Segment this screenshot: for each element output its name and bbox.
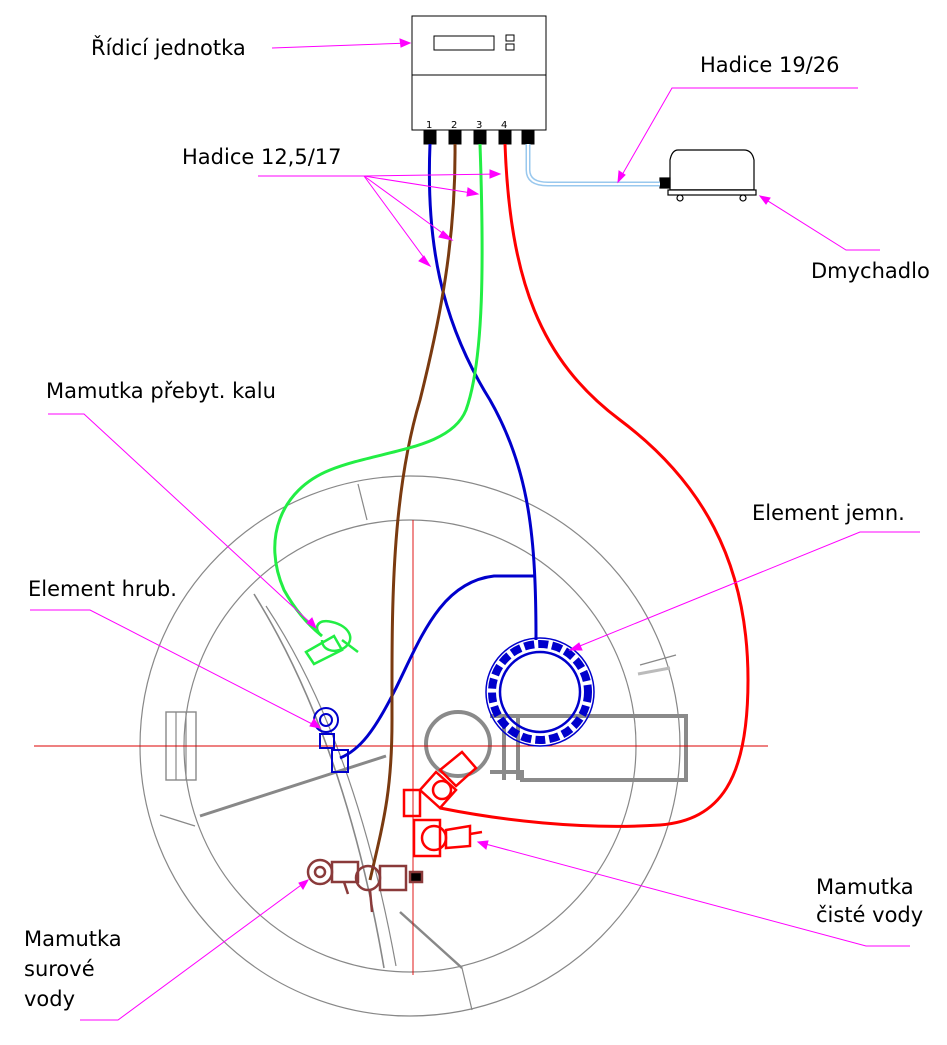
port-number-4: 4 (501, 120, 507, 131)
hose-1-blue-branch (339, 574, 536, 760)
port-number-3: 3 (476, 120, 482, 131)
blower (659, 149, 757, 202)
label-fine-element: Element jemn. (752, 501, 905, 525)
control-unit-display (433, 35, 495, 51)
leader-coarse-element (30, 609, 321, 729)
raw-water-airlift-pump (306, 858, 424, 913)
label-hose-small: Hadice 12,5/17 (182, 145, 342, 169)
leader-sludge-pump (48, 413, 317, 629)
label-hose-large: Hadice 19/26 (700, 53, 839, 77)
leader-control-unit (271, 42, 411, 49)
hose-2-brown (368, 143, 457, 881)
fine-aeration-element (485, 637, 595, 747)
label-clean-pump-line2: čisté vody (816, 903, 923, 927)
leader-lines (30, 38, 920, 1021)
label-blower: Dmychadlo (811, 259, 930, 283)
leader-hose-large (617, 87, 858, 183)
partition-wall-left (199, 754, 387, 818)
center-axes (34, 520, 768, 975)
port-number-2: 2 (451, 120, 457, 131)
hose-3-green (273, 143, 484, 638)
labels: Řídicí jednotka Hadice 19/26 Hadice 12,5… (24, 35, 930, 1011)
clean-water-airlift-pump (402, 750, 483, 858)
leader-fine-element (569, 531, 920, 651)
control-unit-button (505, 43, 515, 51)
label-raw-pump-line2: surové (24, 957, 95, 981)
label-control-unit: Řídicí jednotka (91, 35, 246, 60)
partition-wall-bottom (399, 911, 463, 969)
label-raw-pump-line3: vody (24, 987, 75, 1011)
partition-curve (253, 593, 385, 969)
sludge-airlift-pump (304, 619, 359, 666)
leader-blower (759, 195, 880, 251)
label-raw-pump-line1: Mamutka (24, 927, 122, 951)
label-coarse-element: Element hrub. (28, 577, 177, 601)
port-numbers: 1 2 3 4 (426, 120, 507, 131)
control-unit (411, 15, 547, 145)
air-hose (525, 144, 660, 187)
hose-4-red (439, 143, 750, 828)
label-clean-pump-line1: Mamutka (816, 875, 914, 899)
leader-raw-pump (80, 879, 309, 1021)
label-sludge-pump: Mamutka přebyt. kalu (46, 379, 276, 403)
port-number-1: 1 (426, 120, 432, 131)
hose-1-blue (427, 143, 538, 641)
control-unit-button (505, 34, 515, 42)
leader-clean-pump (477, 841, 910, 947)
